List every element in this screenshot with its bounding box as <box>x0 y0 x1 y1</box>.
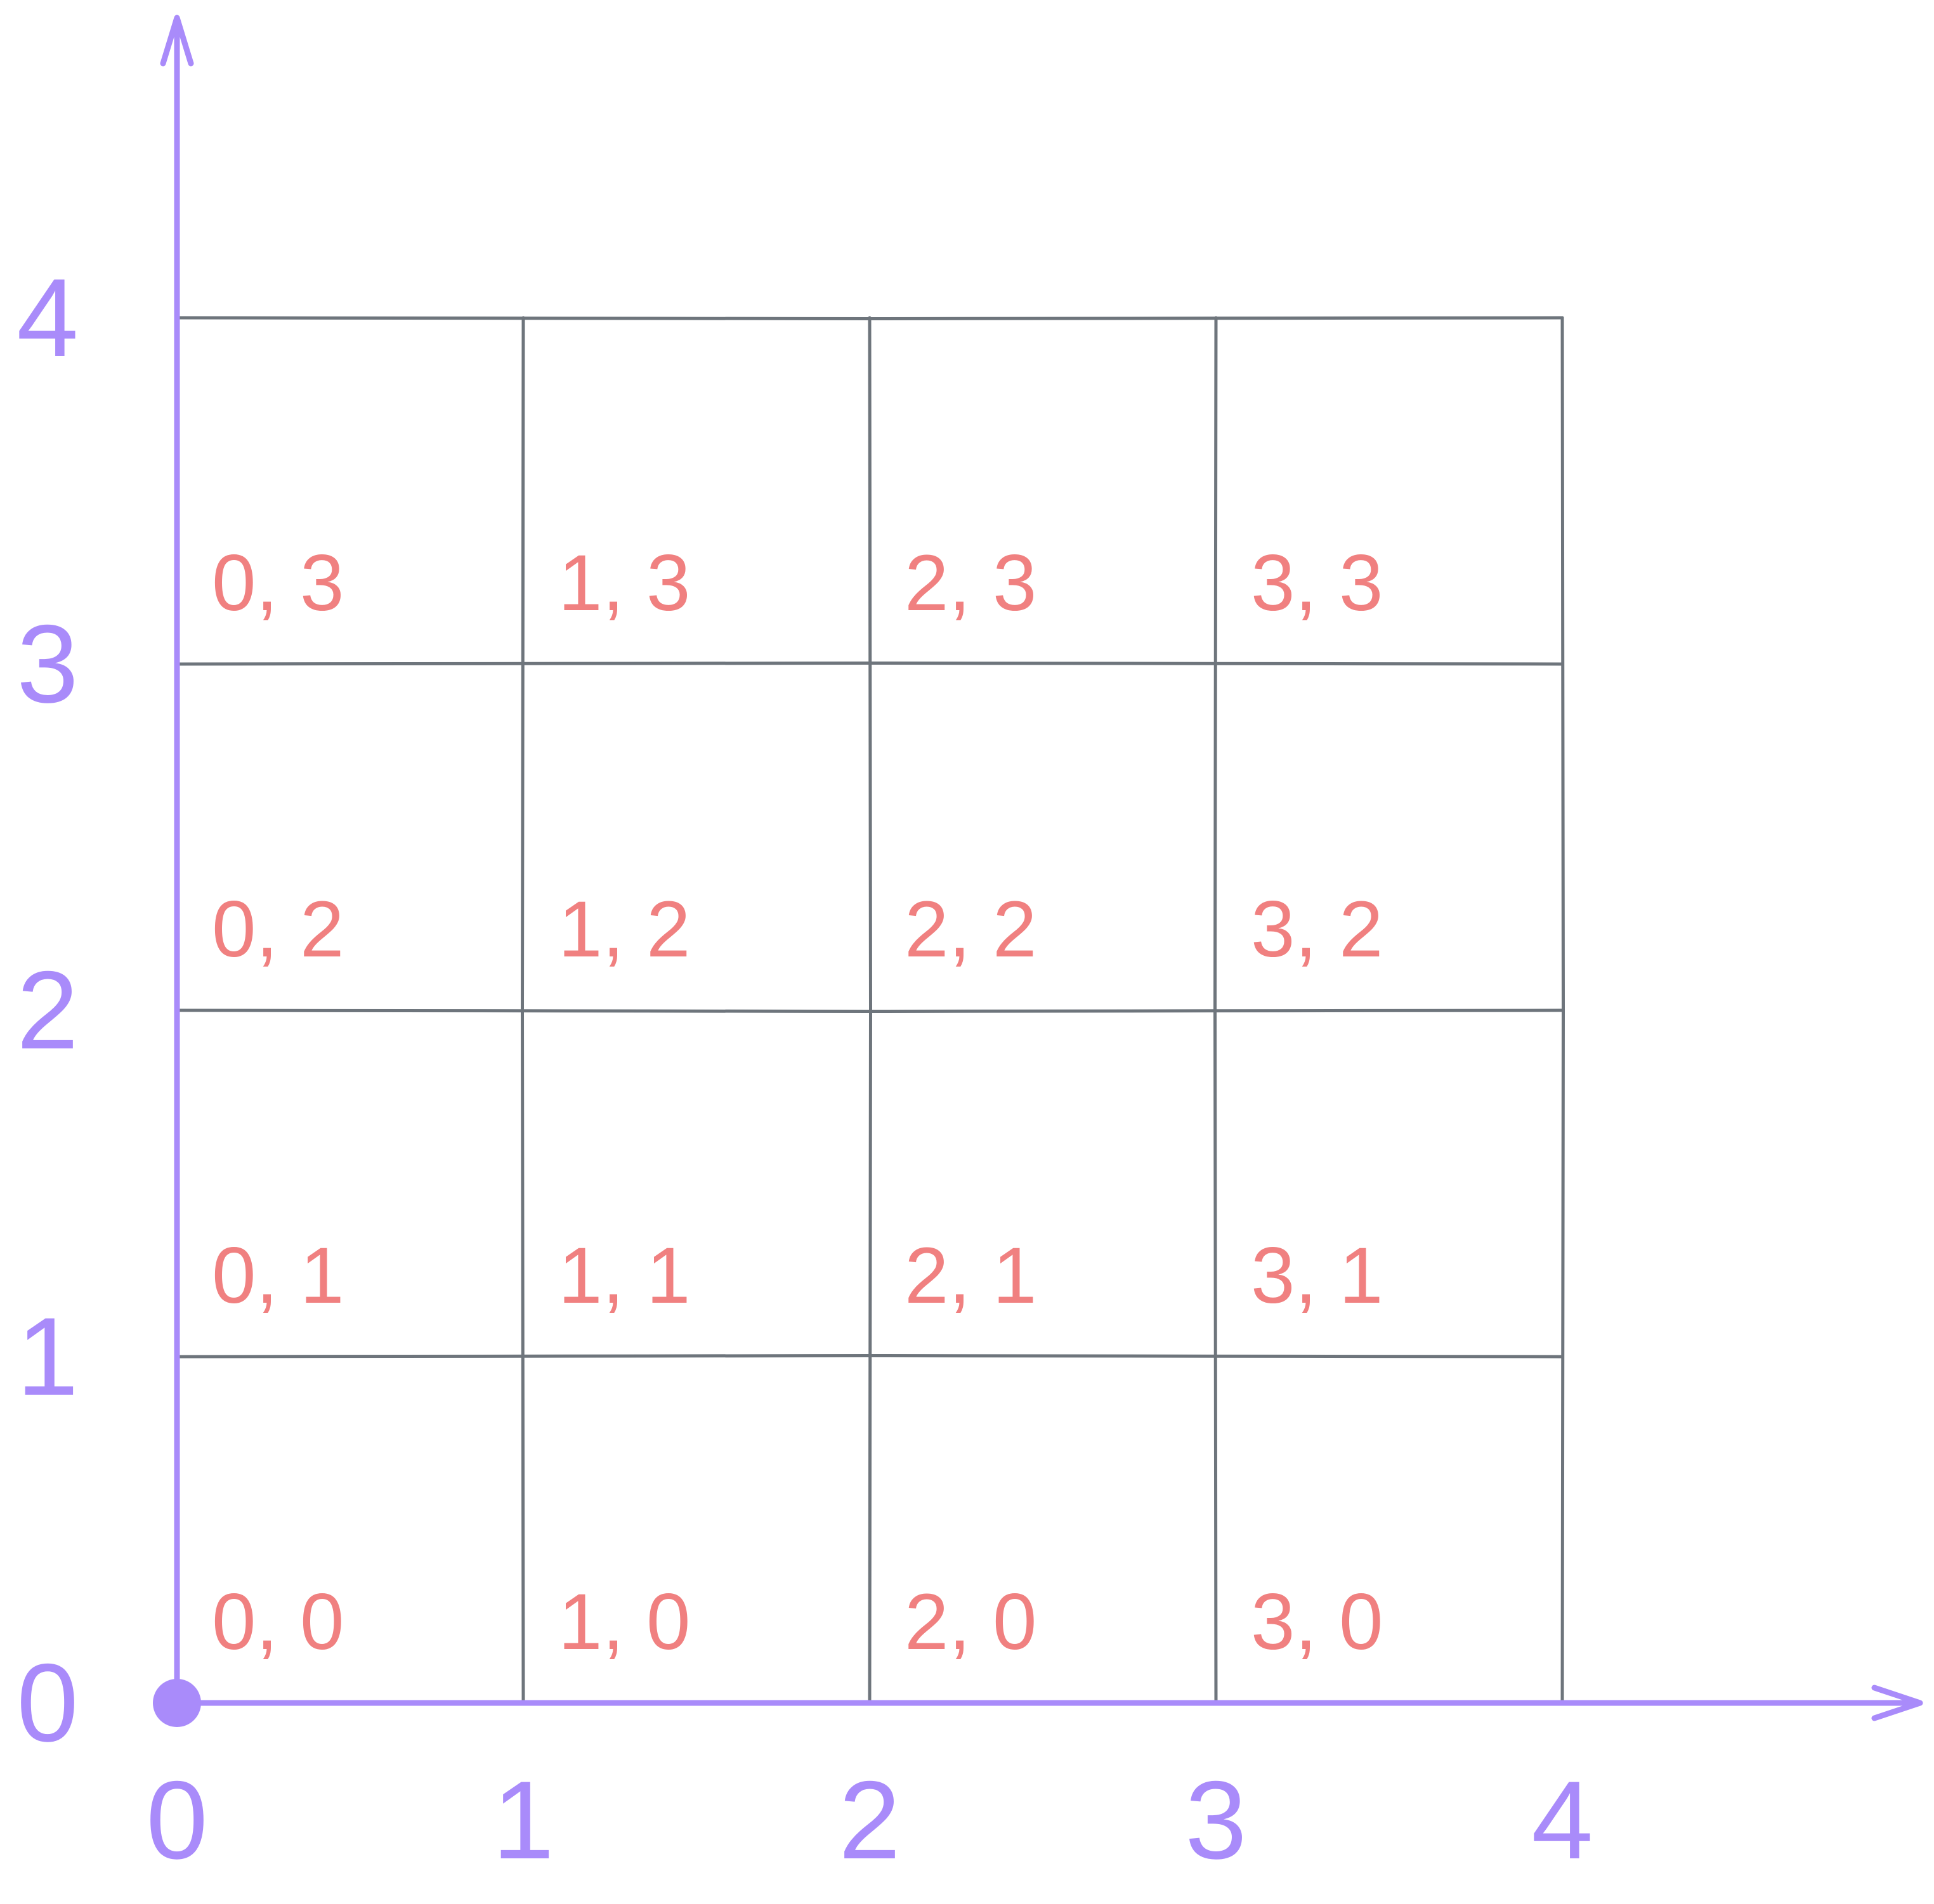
grid-line-horizontal <box>175 316 1564 320</box>
y-axis-arrowhead <box>160 15 194 67</box>
cell-label: 1, 3 <box>558 539 691 627</box>
cell-label: 3, 1 <box>1251 1232 1383 1320</box>
y-axis-tick-labels: 0 1 2 3 4 <box>16 256 78 1765</box>
y-axis-tick-label: 1 <box>16 1295 78 1419</box>
x-axis-tick-label: 2 <box>839 1759 900 1882</box>
cell-label: 1, 2 <box>558 885 691 974</box>
cell-label: 2, 1 <box>905 1232 1037 1320</box>
cell-label: 0, 2 <box>212 885 344 974</box>
cell-label: 2, 3 <box>905 539 1037 627</box>
cell-label: 2, 0 <box>905 1578 1037 1666</box>
cell-labels: 0, 0 1, 0 2, 0 3, 0 0, 1 1, 1 2, 1 3, 1 0, 2 1, 2… <box>212 539 1383 1666</box>
cell-label: 0, 3 <box>212 539 344 627</box>
x-axis-tick-label: 1 <box>492 1759 554 1882</box>
cell-label: 3, 2 <box>1251 885 1383 974</box>
y-axis-tick-label: 4 <box>16 256 78 380</box>
cell-label: 1, 1 <box>558 1232 691 1320</box>
cell-label: 3, 3 <box>1251 539 1383 627</box>
cell-label: 2, 2 <box>905 885 1037 974</box>
x-axis-tick-label: 4 <box>1531 1759 1593 1882</box>
x-axis-arrowhead <box>1871 1685 1923 1721</box>
cell-label: 1, 0 <box>558 1578 691 1666</box>
grid-line-horizontal <box>175 1354 1564 1359</box>
y-axis-tick-label: 2 <box>16 949 78 1073</box>
origin-dot <box>153 1679 201 1727</box>
cell-label: 3, 0 <box>1251 1578 1383 1666</box>
y-axis-tick-label: 3 <box>16 603 78 726</box>
x-axis-tick-labels: 0 1 2 3 4 <box>146 1759 1593 1882</box>
cell-label: 0, 1 <box>212 1232 344 1320</box>
cell-label: 0, 0 <box>212 1578 344 1666</box>
grid-line-horizontal <box>175 662 1564 666</box>
y-axis-tick-label: 0 <box>16 1641 78 1765</box>
x-axis-tick-label: 0 <box>146 1759 207 1882</box>
grid-line-horizontal <box>175 1008 1564 1013</box>
axes <box>153 15 1923 1727</box>
x-axis-tick-label: 3 <box>1185 1759 1246 1882</box>
